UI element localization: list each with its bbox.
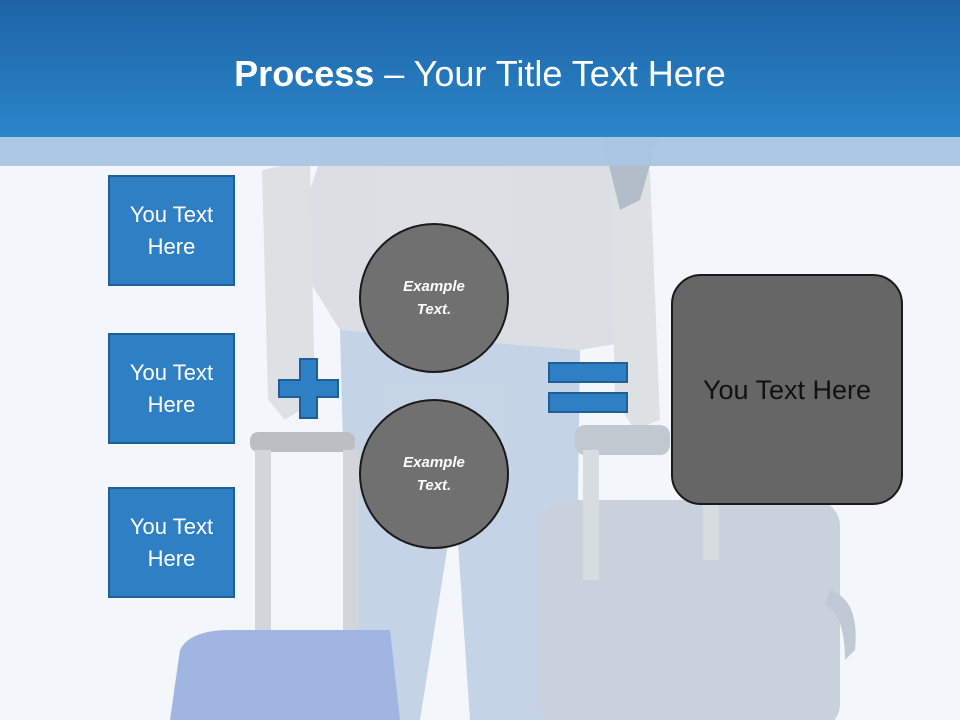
text-box-1: You Text Here	[108, 175, 235, 286]
text-box-3: You Text Here	[108, 487, 235, 598]
plus-icon	[278, 358, 339, 419]
equals-icon	[548, 362, 628, 413]
title-bold: Process	[234, 53, 375, 94]
slide-title: Process – Your Title Text Here	[0, 52, 960, 96]
text-box-2: You Text Here	[108, 333, 235, 444]
example-circle-1: Example Text.	[359, 223, 509, 373]
example-circle-2: Example Text.	[359, 399, 509, 549]
title-rest: Your Title Text Here	[413, 53, 726, 94]
result-box: You Text Here	[671, 274, 903, 505]
title-dash: –	[374, 53, 414, 94]
title-bar	[0, 0, 960, 137]
title-bar-accent-strip	[0, 137, 960, 166]
